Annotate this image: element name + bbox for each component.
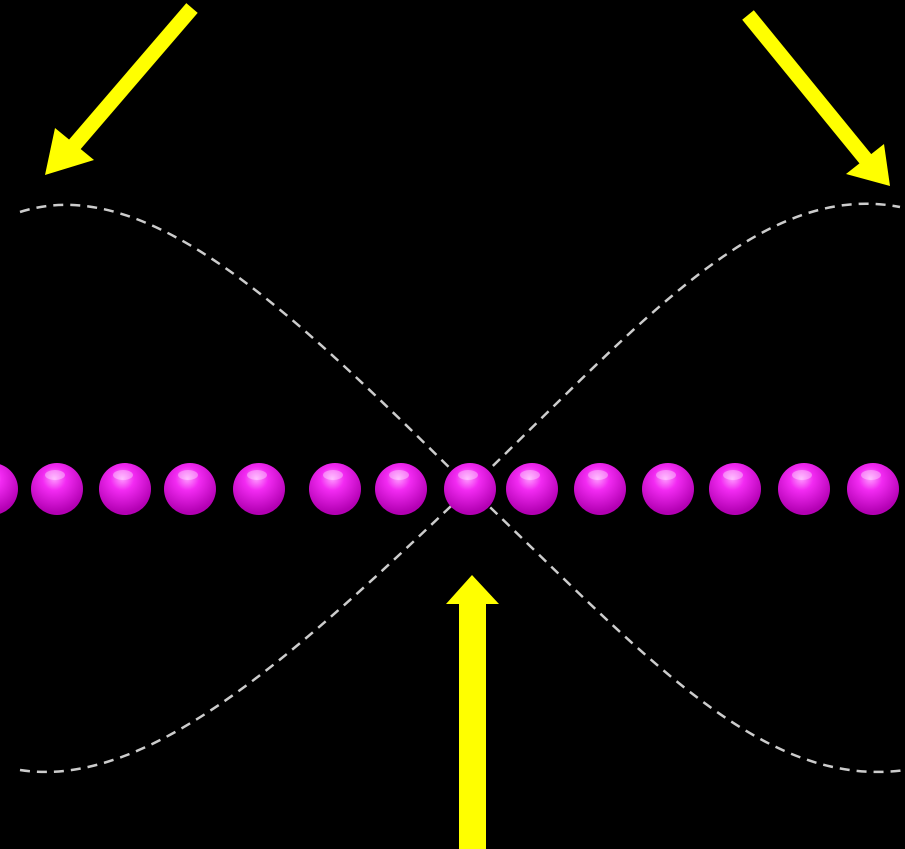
ball-highlight bbox=[588, 470, 608, 480]
ball-highlight bbox=[656, 470, 676, 480]
ball-highlight bbox=[861, 470, 881, 480]
ball-highlight bbox=[178, 470, 198, 480]
ball-highlight bbox=[45, 470, 65, 480]
ball-highlight bbox=[723, 470, 743, 480]
ball-highlight bbox=[458, 470, 478, 480]
ball-highlight bbox=[520, 470, 540, 480]
ball-highlight bbox=[323, 470, 343, 480]
arrow-bottom-up bbox=[446, 575, 499, 849]
ball-highlight bbox=[389, 470, 409, 480]
ball-highlight bbox=[113, 470, 133, 480]
ball-highlight bbox=[247, 470, 267, 480]
arrow-top-right bbox=[748, 15, 890, 186]
arrow-top-left bbox=[45, 8, 192, 175]
ball-highlight bbox=[792, 470, 812, 480]
ball-partial bbox=[0, 463, 18, 515]
